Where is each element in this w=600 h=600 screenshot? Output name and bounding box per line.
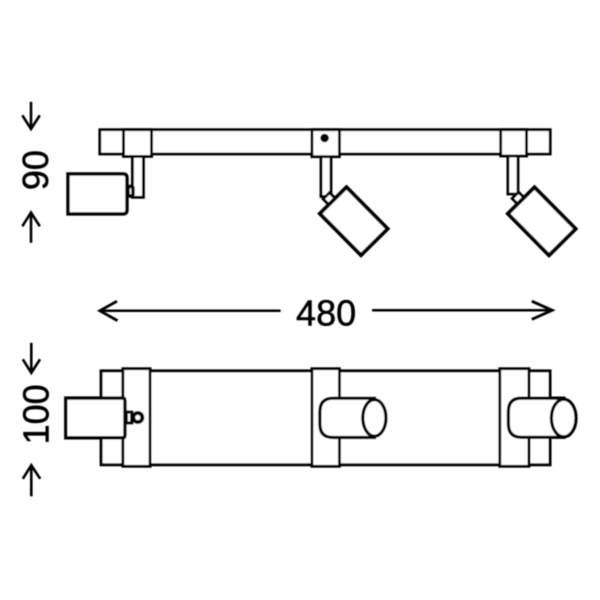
svg-text:480: 480 — [296, 292, 356, 333]
svg-text:100: 100 — [15, 384, 56, 444]
svg-text:90: 90 — [15, 150, 56, 190]
